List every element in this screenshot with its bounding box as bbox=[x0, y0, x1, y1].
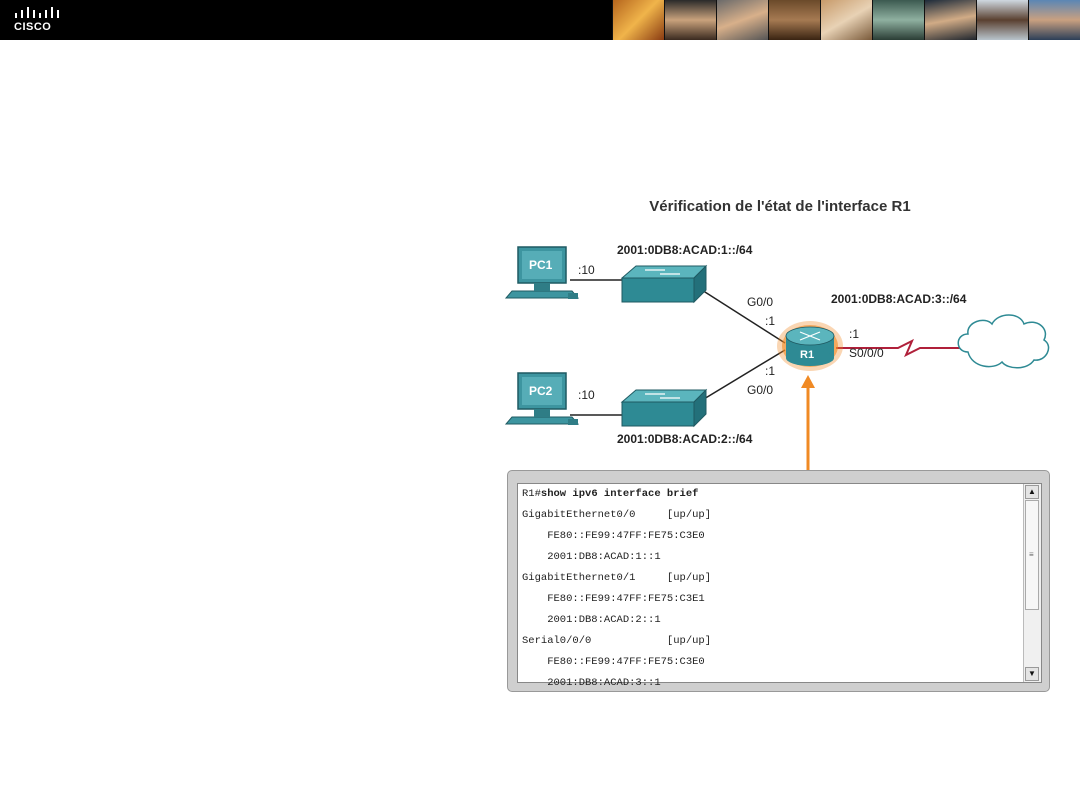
g00-bottom-host-label: :1 bbox=[765, 364, 776, 378]
scroll-up-button[interactable]: ▲ bbox=[1025, 485, 1039, 499]
header-photo bbox=[664, 0, 716, 40]
terminal-line: Serial0/0/0 [up/up] bbox=[522, 635, 712, 647]
cisco-bars-icon bbox=[15, 7, 59, 18]
header-photo bbox=[612, 0, 664, 40]
terminal-line: 2001:DB8:ACAD:1::1 bbox=[522, 551, 661, 563]
g00-top-interface-label: G0/0 bbox=[747, 295, 774, 309]
terminal-prompt: R1# bbox=[522, 488, 541, 500]
pc2-label: PC2 bbox=[529, 384, 553, 398]
terminal-line: FE80::FE99:47FF:FE75:C3E0 bbox=[522, 656, 705, 668]
header-photo bbox=[924, 0, 976, 40]
terminal-line: FE80::FE99:47FF:FE75:C3E0 bbox=[522, 530, 705, 542]
cisco-logo: CISCO bbox=[14, 6, 74, 36]
pc1-host-label: :10 bbox=[578, 263, 595, 277]
serial-host-label: :1 bbox=[849, 327, 860, 341]
header-photo bbox=[768, 0, 820, 40]
terminal-line: GigabitEthernet0/0 [up/up] bbox=[522, 509, 712, 521]
diagram-title: Vérification de l'état de l'interface R1 bbox=[649, 198, 911, 215]
router-label: R1 bbox=[800, 349, 815, 361]
wan-prefix-label: 2001:0DB8:ACAD:3::/64 bbox=[831, 292, 967, 306]
terminal-line: 2001:DB8:ACAD:2::1 bbox=[522, 614, 661, 626]
header-bar: CISCO bbox=[0, 0, 1080, 40]
terminal-command-line: R1#show ipv6 interface brief bbox=[518, 484, 1023, 505]
scroll-thumb[interactable]: ≡ bbox=[1025, 500, 1039, 610]
network-diagram bbox=[504, 246, 1050, 470]
pc1-icon bbox=[504, 246, 580, 299]
switch1-icon bbox=[620, 264, 708, 304]
switch2-icon bbox=[620, 388, 708, 428]
header-photo bbox=[872, 0, 924, 40]
terminal-text: R1#show ipv6 interface brief GigabitEthe… bbox=[518, 484, 1023, 689]
link-switch2-r1 bbox=[693, 349, 786, 406]
terminal-command: show ipv6 interface brief bbox=[540, 488, 699, 500]
g00-bottom-interface-label: G0/0 bbox=[747, 383, 774, 397]
pc1-label: PC1 bbox=[529, 258, 553, 272]
lan2-prefix-label: 2001:0DB8:ACAD:2::/64 bbox=[617, 432, 753, 446]
terminal-line: FE80::FE99:47FF:FE75:C3E1 bbox=[522, 593, 705, 605]
arrow-head bbox=[801, 375, 815, 388]
scroll-down-button[interactable]: ▼ bbox=[1025, 667, 1039, 681]
pc2-icon bbox=[504, 372, 580, 425]
header-photo bbox=[1028, 0, 1080, 40]
cisco-wordmark: CISCO bbox=[14, 21, 52, 33]
cloud-icon bbox=[957, 314, 1050, 369]
header-photo bbox=[820, 0, 872, 40]
pc2-host-label: :10 bbox=[578, 388, 595, 402]
grip-icon: ≡ bbox=[1029, 550, 1034, 559]
terminal-window: R1#show ipv6 interface brief GigabitEthe… bbox=[507, 470, 1050, 692]
terminal-line: GigabitEthernet0/1 [up/up] bbox=[522, 572, 712, 584]
terminal-line: 2001:DB8:ACAD:3::1 bbox=[522, 677, 661, 689]
terminal-output: R1#show ipv6 interface brief GigabitEthe… bbox=[517, 483, 1042, 689]
serial-link bbox=[836, 338, 963, 358]
serial-interface-label: S0/0/0 bbox=[849, 346, 884, 360]
header-photo bbox=[976, 0, 1028, 40]
router-r1-icon bbox=[777, 321, 843, 371]
link-switch1-r1 bbox=[693, 284, 786, 344]
terminal-scrollbar[interactable]: ▲ ≡ ▼ bbox=[1023, 484, 1041, 682]
g00-top-host-label: :1 bbox=[765, 314, 776, 328]
lan1-prefix-label: 2001:0DB8:ACAD:1::/64 bbox=[617, 243, 753, 257]
header-photo-strip bbox=[612, 0, 1080, 40]
header-photo bbox=[716, 0, 768, 40]
